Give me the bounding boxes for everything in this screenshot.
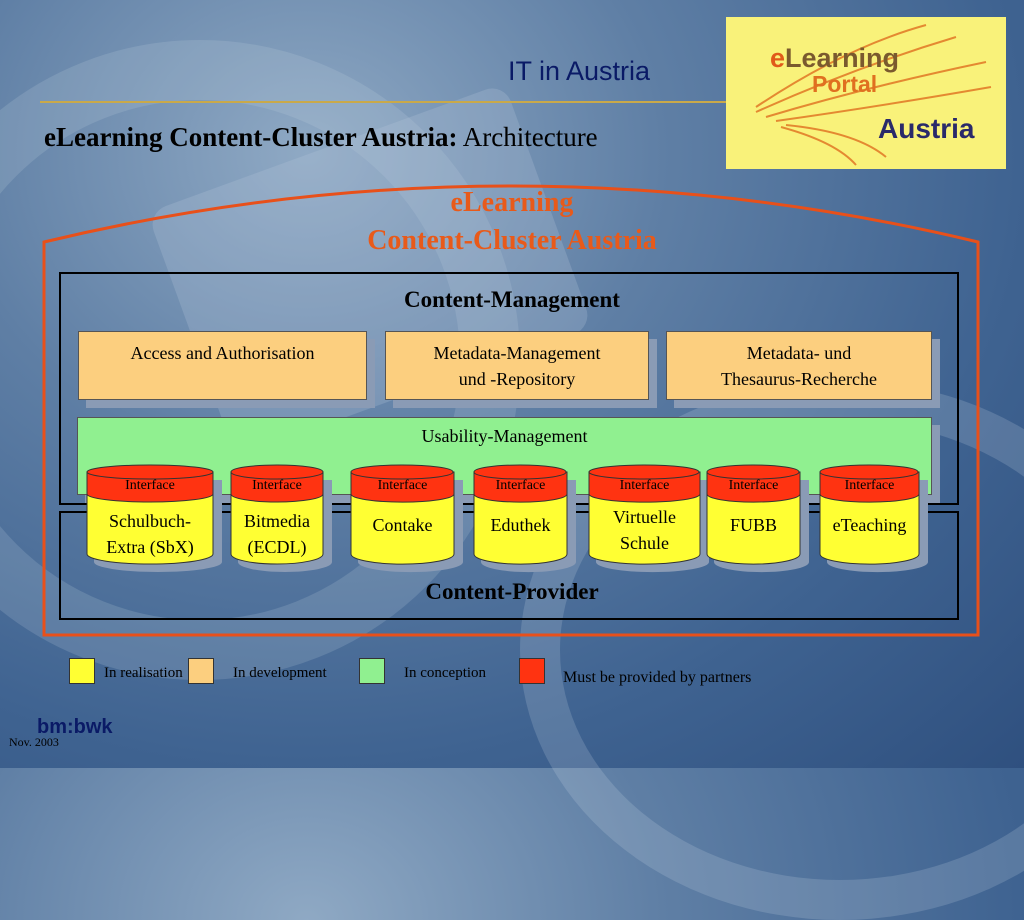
provider-cylinder-eteaching: Interface eTeaching bbox=[819, 464, 928, 573]
legend-swatch-conception bbox=[359, 658, 385, 684]
logo-text-line2: Portal bbox=[812, 71, 878, 97]
slide-subtitle: eLearning Content-Cluster Austria: Archi… bbox=[44, 122, 598, 152]
provider-name: eTeaching bbox=[832, 515, 907, 535]
title-divider bbox=[40, 101, 760, 103]
provider-name: Eduthek bbox=[490, 515, 551, 535]
interface-label: Interface bbox=[252, 478, 302, 493]
cylinder-shape bbox=[819, 464, 920, 565]
slide-date: Nov. 2003 bbox=[9, 735, 59, 749]
provider-name: FUBB bbox=[729, 515, 778, 535]
provider-cylinder-sbx: Interface Schulbuch-Extra (SbX) bbox=[86, 464, 222, 572]
provider-cylinder-bitmedia: Interface Bitmedia(ECDL) bbox=[230, 464, 332, 572]
legend-swatch-realisation bbox=[69, 658, 95, 684]
slide-title: IT in Austria bbox=[508, 56, 651, 86]
legend-label-development: In development bbox=[233, 665, 327, 681]
cluster-outline bbox=[42, 184, 980, 637]
content-management-label: Content-Management bbox=[404, 287, 620, 312]
interface-label: Interface bbox=[844, 478, 895, 493]
metadata-thesaurus-box: Metadata- und Thesaurus-Recherche bbox=[666, 331, 932, 400]
logo-swoosh-icon bbox=[755, 24, 992, 166]
legend-swatch-partners bbox=[519, 658, 545, 684]
provider-cylinder-contake: Interface Contake bbox=[350, 464, 463, 573]
interface-label: Interface bbox=[619, 478, 670, 493]
provider-cylinder-eduthek: Interface Eduthek bbox=[473, 464, 576, 573]
elearning-portal-logo: eLearning Portal Austria bbox=[726, 17, 1006, 169]
metadata-management-box: Metadata-Management und -Repository bbox=[385, 331, 649, 400]
cluster-title: eLearning Content-Cluster Austria bbox=[367, 187, 657, 256]
provider-name: Bitmedia(ECDL) bbox=[244, 511, 310, 557]
logo-text-line3: Austria bbox=[878, 113, 975, 144]
provider-cylinder-fubb: Interface FUBB bbox=[706, 464, 809, 573]
cylinder-shape bbox=[86, 464, 214, 565]
legend-label-partners: Must be provided by partners bbox=[563, 669, 752, 686]
cylinder-shape bbox=[350, 464, 455, 565]
legend-label-realisation: In realisation bbox=[104, 665, 183, 681]
provider-name: Contake bbox=[372, 515, 433, 535]
interface-label: Interface bbox=[728, 478, 779, 493]
interface-label: Interface bbox=[495, 478, 546, 493]
cylinder-shape bbox=[473, 464, 568, 565]
logo-text-line1: eLearning bbox=[770, 43, 900, 73]
legend-swatch-development bbox=[188, 658, 214, 684]
interface-label: Interface bbox=[125, 478, 175, 493]
access-authorisation-box: Access and Authorisation bbox=[78, 331, 367, 400]
cylinder-shape bbox=[706, 464, 801, 565]
interface-label: Interface bbox=[377, 478, 428, 493]
cylinder-shape bbox=[230, 464, 324, 565]
ministry-logo: bm:bwk bbox=[37, 716, 113, 738]
cylinder-shape bbox=[588, 464, 701, 565]
content-provider-label: Content-Provider bbox=[425, 579, 599, 604]
legend-label-conception: In conception bbox=[404, 665, 487, 681]
provider-name: Schulbuch-Extra (SbX) bbox=[106, 511, 194, 557]
